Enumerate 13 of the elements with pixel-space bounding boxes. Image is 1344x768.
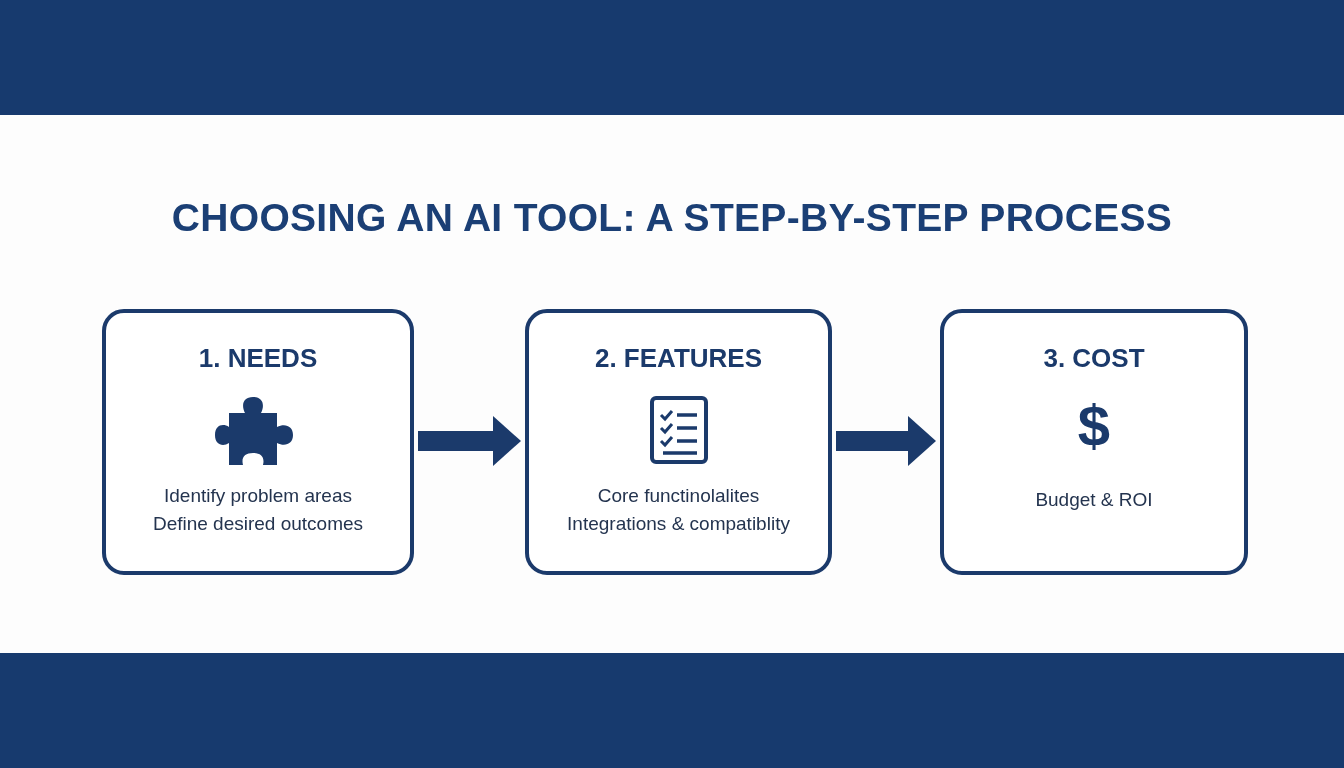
step-card [525, 309, 832, 575]
dollar-sign: $ [1077, 393, 1111, 458]
step-description: Core functinolalites [596, 485, 761, 507]
step-heading: 3. COST [1042, 343, 1146, 374]
step-description: Define desired outcomes [151, 513, 365, 535]
step-description: Budget & ROI [1034, 489, 1154, 511]
step-description: Integrations & compatiblity [566, 513, 791, 535]
step-heading: 2. FEATURES [593, 343, 764, 374]
step-heading: 1. NEEDS [197, 343, 319, 374]
step-card [102, 309, 414, 575]
diagram-title: CHOOSING AN AI TOOL: A STEP-BY-STEP PROCESS [170, 196, 1174, 240]
step-card [940, 309, 1248, 575]
step-description: Identify problem areas [163, 485, 353, 507]
